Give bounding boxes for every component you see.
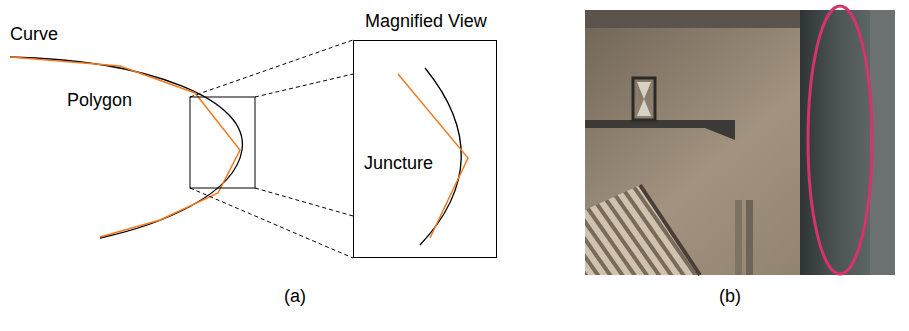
zoom-box — [190, 97, 255, 188]
panel-label: (a) — [284, 286, 306, 308]
box-heading: Magnified View — [365, 11, 487, 33]
polygon-label: Polygon — [67, 90, 132, 112]
curve-line — [10, 57, 242, 238]
curve-label: Curve — [10, 24, 58, 46]
magnified-view-box: Magnified ViewJuncture — [353, 40, 497, 258]
polygon-line — [10, 57, 240, 237]
panel-label: (b) — [719, 286, 741, 308]
zoom-leader — [190, 40, 353, 258]
photo — [585, 6, 895, 275]
box-label: Juncture — [364, 153, 433, 175]
